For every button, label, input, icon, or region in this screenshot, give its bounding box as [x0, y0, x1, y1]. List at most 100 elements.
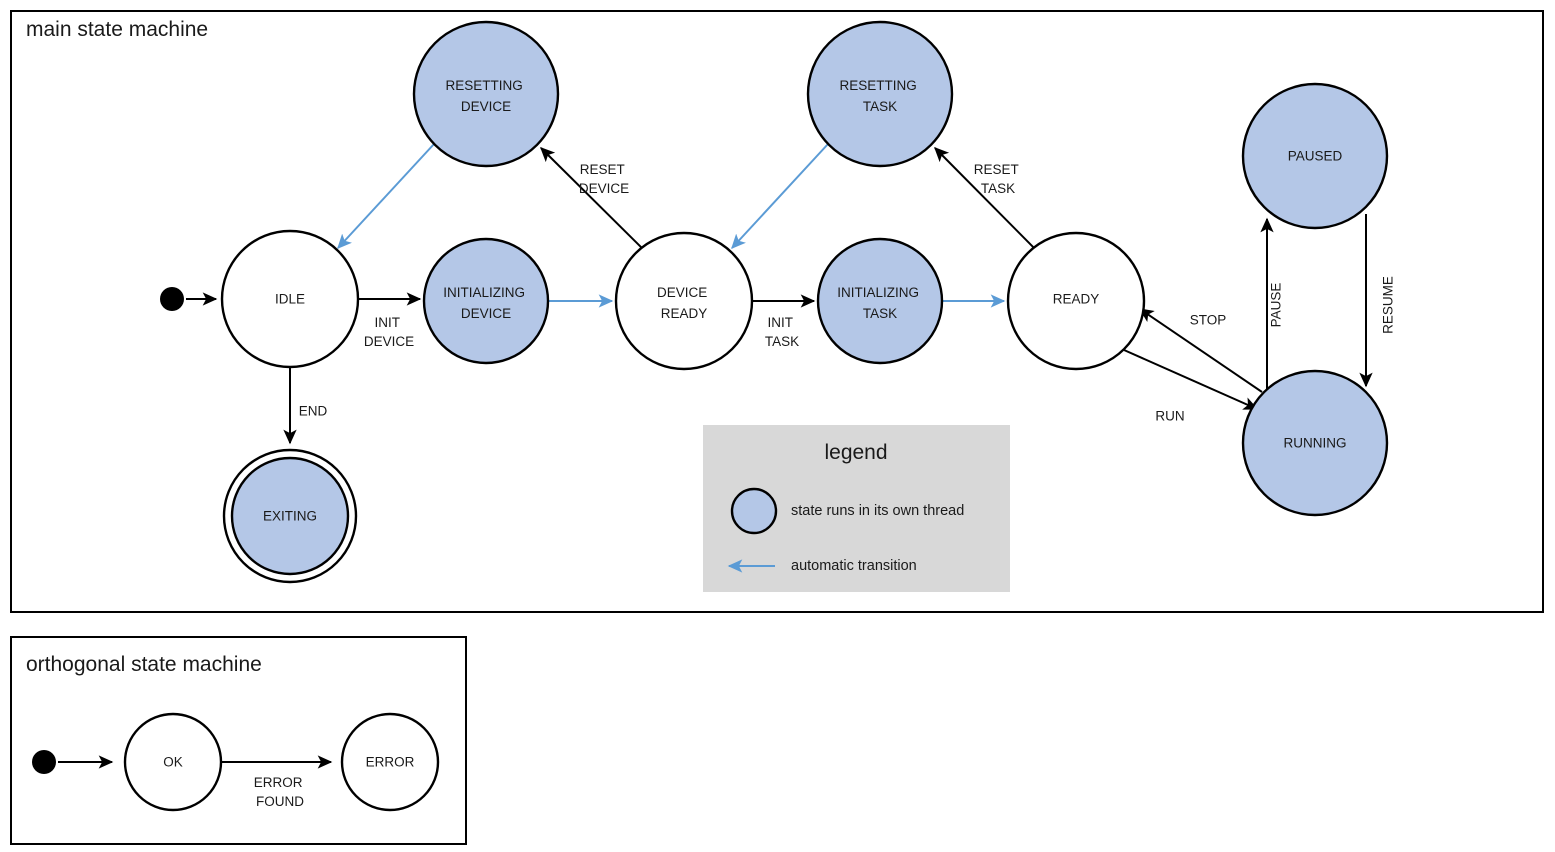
state-ok[interactable]: OK [123, 712, 223, 812]
edge-line [1123, 349, 1259, 410]
state-label: INITIALIZING DEVICE [443, 285, 529, 321]
edge-label-line: RESET [580, 162, 625, 177]
state-shape[interactable] [816, 237, 944, 365]
transition-running-pause: PAUSE [1260, 217, 1284, 395]
state-shape[interactable] [220, 229, 360, 369]
state-label: PAUSED [1288, 149, 1343, 164]
state-label: RESETTING TASK [839, 78, 920, 114]
state-label-line: TASK [863, 99, 897, 114]
legend-item-thread-state: state runs in its own thread [730, 487, 964, 535]
state-device-ready[interactable]: DEVICE READY [614, 231, 754, 371]
edge-line [1138, 308, 1263, 393]
state-resetting-device[interactable]: RESETTING DEVICE [412, 20, 560, 168]
state-label-line: INITIALIZING [837, 285, 919, 300]
state-shape[interactable] [123, 712, 223, 812]
state-shape[interactable] [614, 231, 754, 371]
main-transitions: INIT DEVICE END RESET [186, 143, 1396, 445]
state-label-line: RESETTING [839, 78, 916, 93]
state-shape[interactable] [806, 20, 954, 168]
transition-ready-run: RUN [1123, 349, 1259, 424]
state-error[interactable]: ERROR [340, 712, 440, 812]
state-label-line: RESETTING [445, 78, 522, 93]
edge-label: ERROR FOUND [254, 775, 307, 809]
legend-title: legend [824, 441, 887, 464]
edge-line [934, 147, 1045, 259]
state-resetting-task[interactable]: RESETTING TASK [806, 20, 954, 168]
edge-label: RESET DEVICE [579, 162, 629, 196]
edge-label: RESUME [1381, 276, 1396, 334]
start-node [32, 750, 56, 774]
state-label: ERROR [366, 755, 415, 770]
main-states: IDLE RESETTING DEVICE INITIALIZING DEVIC… [220, 20, 1389, 584]
state-exiting[interactable]: EXITING [222, 448, 358, 584]
state-ready[interactable]: READY [1006, 231, 1146, 371]
orthogonal-states: OK ERROR [123, 712, 440, 812]
edge-label-line: TASK [981, 181, 1015, 196]
legend: legend state runs in its own thread auto… [703, 425, 1010, 592]
orthogonal-title: orthogonal state machine [26, 653, 262, 676]
legend-item-label: state runs in its own thread [791, 503, 964, 519]
edge-label-line: DEVICE [579, 181, 629, 196]
state-shape[interactable] [1006, 231, 1146, 371]
edge-label: END [299, 404, 328, 419]
state-label: RUNNING [1284, 436, 1347, 451]
state-label: IDLE [275, 292, 305, 307]
state-shape[interactable] [1241, 82, 1389, 230]
state-label: DEVICE READY [657, 285, 711, 321]
state-initializing-task[interactable]: INITIALIZING TASK [816, 237, 944, 365]
state-label: RESETTING DEVICE [445, 78, 526, 114]
state-shape[interactable] [1241, 369, 1389, 517]
state-label-line: TASK [863, 306, 897, 321]
state-shape[interactable] [230, 456, 350, 576]
state-label: EXITING [263, 509, 317, 524]
transition-running-stop: STOP [1138, 308, 1263, 393]
orthogonal-state-machine-container: orthogonal state machine ERROR FOUND [10, 636, 467, 845]
edge-label-line: ERROR [254, 775, 303, 790]
edge-label-line: FOUND [256, 794, 304, 809]
transition-paused-resume: RESUME [1359, 214, 1396, 388]
edge-label-line: TASK [765, 334, 799, 349]
legend-item-auto-transition: automatic transition [727, 558, 917, 574]
edge-label: PAUSE [1269, 283, 1284, 328]
state-label-line: INITIALIZING [443, 285, 525, 300]
transition-ready-reset-task: RESET TASK [934, 147, 1045, 259]
edge-label-line: INIT [374, 315, 399, 330]
state-label: OK [163, 755, 183, 770]
state-label-line: DEVICE [657, 285, 707, 300]
state-label-line: DEVICE [461, 306, 511, 321]
state-paused[interactable]: PAUSED [1241, 82, 1389, 230]
legend-item-label: automatic transition [791, 558, 917, 574]
transition-idle-init-device: INIT DEVICE [358, 292, 422, 349]
edge-label-line: RESET [974, 162, 1019, 177]
legend-state-swatch-icon [730, 487, 778, 535]
state-label-line: READY [661, 306, 708, 321]
edge-line-auto [337, 143, 435, 249]
edge-label: RESET TASK [974, 162, 1023, 196]
state-idle[interactable]: IDLE [220, 229, 360, 369]
edge-label-line: INIT [767, 315, 792, 330]
edge-label: RUN [1155, 409, 1184, 424]
state-label: READY [1053, 292, 1100, 307]
edge-label: INIT DEVICE [364, 315, 414, 349]
state-shape[interactable] [412, 20, 560, 168]
state-shape[interactable] [422, 237, 550, 365]
transition-resettask-to-deviceready [731, 143, 829, 249]
transition-deviceready-reset-device: RESET DEVICE [540, 147, 653, 259]
edge-line [540, 147, 653, 259]
transition-deviceready-init-task: INIT TASK [752, 294, 816, 349]
edge-label: INIT TASK [765, 315, 799, 349]
orthogonal-transitions: ERROR FOUND [58, 755, 333, 809]
start-node [160, 287, 184, 311]
transition-idle-end: END [283, 367, 328, 445]
state-label: INITIALIZING TASK [837, 285, 923, 321]
edge-label: STOP [1190, 313, 1227, 328]
transition-resetdevice-to-idle [337, 143, 435, 249]
main-title: main state machine [26, 18, 208, 41]
state-initializing-device[interactable]: INITIALIZING DEVICE [422, 237, 550, 365]
transition-ok-to-error: ERROR FOUND [221, 755, 333, 809]
edge-line-auto [731, 143, 829, 249]
state-shape[interactable] [340, 712, 440, 812]
state-running[interactable]: RUNNING [1241, 369, 1389, 517]
